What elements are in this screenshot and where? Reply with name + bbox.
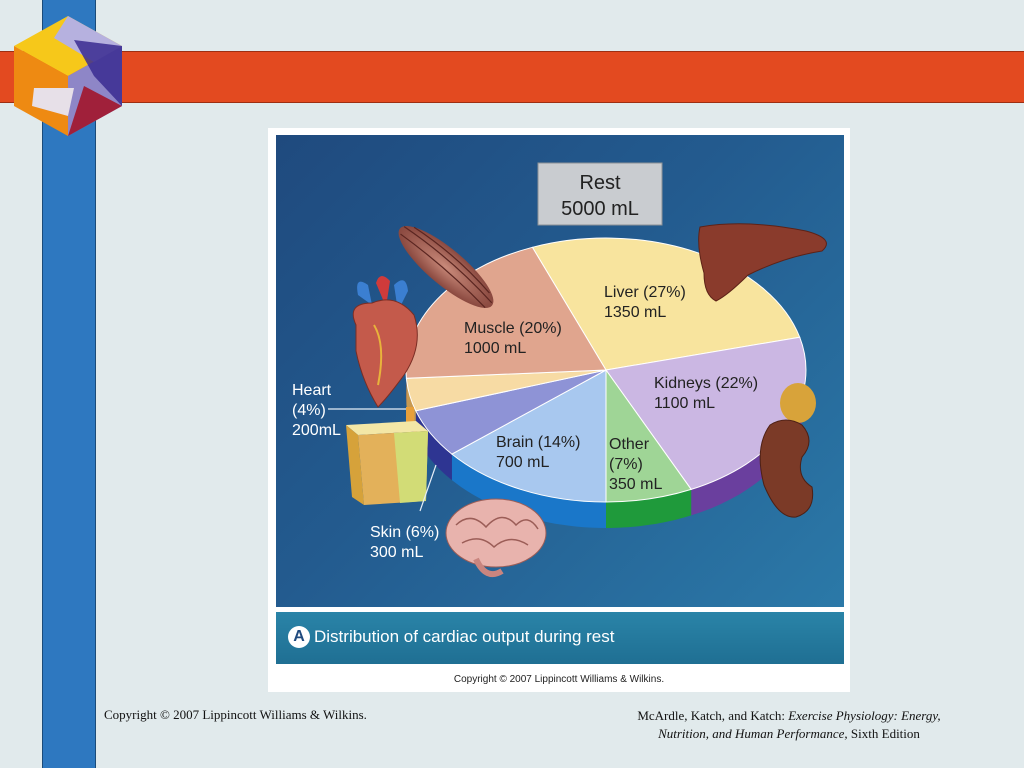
label-other-pct2: (7%) xyxy=(609,456,643,473)
citation-edition: Sixth Edition xyxy=(847,726,920,741)
label-brain-pct: Brain (14%) xyxy=(496,434,580,451)
label-kidneys-pct: Kidneys (22%) xyxy=(654,375,758,392)
heart-icon xyxy=(352,275,418,427)
citation-title-line2: Nutrition, and Human Performance, xyxy=(658,726,848,741)
slide-header-band xyxy=(0,51,1024,103)
chart-title-line1: Rest xyxy=(579,172,621,194)
brain-icon xyxy=(445,498,547,577)
pie-side-skin xyxy=(415,410,452,481)
label-heart-pct2: (4%) xyxy=(292,402,326,419)
pie-slice-brain xyxy=(450,369,607,503)
chart-title-box: Rest 5000 mL xyxy=(537,162,663,226)
label-heart-pct: Heart xyxy=(292,382,332,399)
citation-authors: McArdle, Katch, and Katch: xyxy=(637,708,789,723)
skin-leader-line xyxy=(419,464,437,512)
figure-caption: Distribution of cardiac output during re… xyxy=(314,627,615,646)
label-skin-pct: Skin (6%) xyxy=(370,524,439,541)
figure-copyright: Copyright © 2007 Lippincott Williams & W… xyxy=(453,674,665,685)
pie-side-kidneys xyxy=(691,337,806,516)
footer-citation: McArdle, Katch, and Katch: Exercise Phys… xyxy=(600,707,978,743)
pie-side-other xyxy=(606,489,692,528)
label-other-pct: Other xyxy=(609,436,650,453)
label-liver-ml: 1350 mL xyxy=(604,304,666,321)
kidney-icon xyxy=(759,383,816,518)
label-muscle-pct: Muscle (20%) xyxy=(464,320,562,337)
liver-icon xyxy=(698,223,827,302)
footer-copyright: Copyright © 2007 Lippincott Williams & W… xyxy=(104,707,367,722)
pie-side-brain xyxy=(451,454,606,528)
label-liver-pct: Liver (27%) xyxy=(604,284,686,301)
cube-logo-icon xyxy=(14,16,122,136)
label-brain-ml: 700 mL xyxy=(496,454,549,471)
label-skin-ml: 300 mL xyxy=(370,544,423,561)
label-kidneys-ml: 1100 mL xyxy=(654,395,715,412)
muscle-icon xyxy=(398,226,494,309)
caption-letter: A xyxy=(288,626,310,648)
skin-icon xyxy=(346,421,428,505)
chart-panel: Rest 5000 mL xyxy=(276,135,844,607)
citation-title-line1: Exercise Physiology: Energy, xyxy=(788,708,941,723)
label-muscle-ml: 1000 mL xyxy=(464,340,526,357)
label-heart-ml: 200mL xyxy=(292,422,341,439)
chart-title-line2: 5000 mL xyxy=(561,198,639,220)
caption-bar: A Distribution of cardiac output during … xyxy=(276,612,844,664)
cardiac-output-pie-chart: Rest 5000 mL xyxy=(292,162,827,577)
label-other-ml: 350 mL xyxy=(609,476,662,493)
figure-frame: Rest 5000 mL xyxy=(268,128,850,692)
